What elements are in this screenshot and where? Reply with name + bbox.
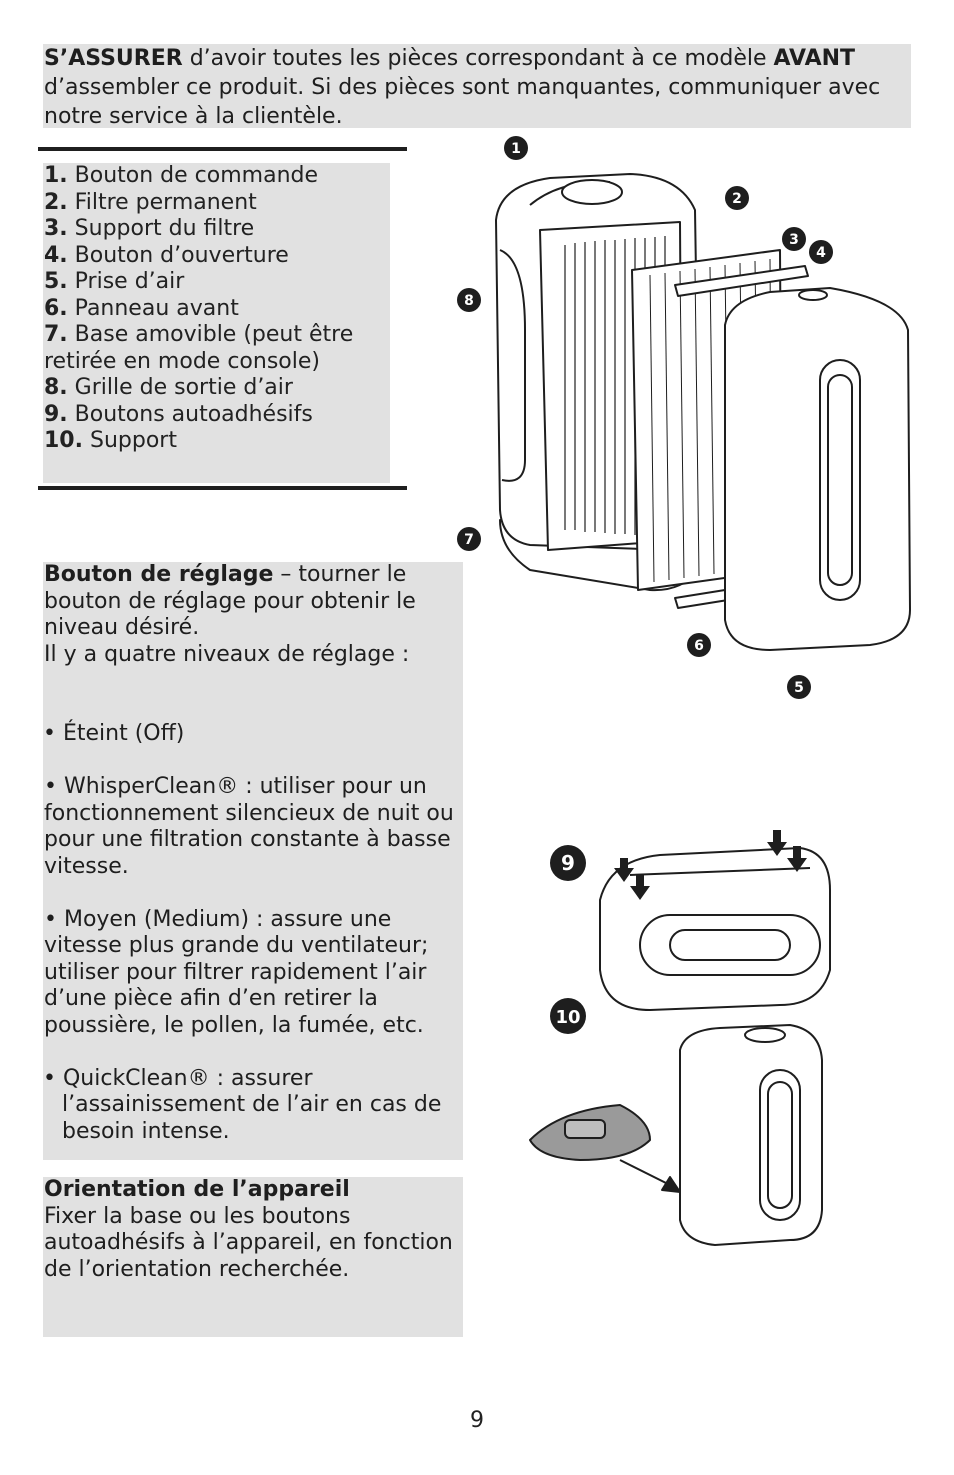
parts-list-item: 10. Support xyxy=(44,428,177,453)
parts-list: 1. Bouton de commande 2. Filtre permanen… xyxy=(43,163,390,455)
setting-levels-line: Il y a quatre niveaux de réglage : xyxy=(44,641,410,667)
parts-bottom-rule xyxy=(38,486,407,490)
setting-quickclean: • QuickClean® : assurer l’assainissement… xyxy=(43,1065,442,1144)
svg-text:9: 9 xyxy=(561,851,575,875)
parts-list-item: 3. Support du filtre xyxy=(44,216,255,241)
intro-notice: S’ASSURER d’avoir toutes les pièces corr… xyxy=(43,44,911,129)
setting-medium: • Moyen (Medium) : assure une vitesse pl… xyxy=(44,906,429,1038)
callout-6: 6 xyxy=(687,633,711,657)
intro-text-1: d’avoir toutes les pièces correspondant … xyxy=(182,46,774,71)
parts-list-box: 1. Bouton de commande 2. Filtre permanen… xyxy=(43,163,390,483)
parts-list-item: 8. Grille de sortie d’air xyxy=(44,375,293,400)
callout-8: 8 xyxy=(457,288,481,312)
orientation-illustration xyxy=(529,830,831,1246)
callout-4: 4 xyxy=(809,240,833,264)
callout-9: 9 xyxy=(550,845,586,881)
setting-knob-heading: Bouton de réglage xyxy=(44,562,274,587)
callout-2: 2 xyxy=(725,186,749,210)
callout-7: 7 xyxy=(457,527,481,551)
parts-list-item: 5. Prise d’air xyxy=(44,269,185,294)
callout-10: 10 xyxy=(550,998,586,1034)
exploded-view-illustration xyxy=(495,173,911,651)
orientation-section: Orientation de l’appareil Fixer la base … xyxy=(43,1177,463,1337)
svg-text:3: 3 xyxy=(789,232,799,248)
parts-list-item: 7. Base amovible (peut être retirée en m… xyxy=(44,322,354,374)
parts-list-item: 6. Panneau avant xyxy=(44,295,239,321)
orientation-text: Fixer la base ou les boutons autoadhésif… xyxy=(44,1203,453,1282)
callout-1: 1 xyxy=(504,136,528,160)
page-number: 9 xyxy=(470,1408,484,1433)
intro-bold-avant: AVANT xyxy=(773,46,856,71)
setting-whisperclean: • WhisperClean® : utiliser pour un fonct… xyxy=(44,774,454,879)
callout-3: 3 xyxy=(782,227,806,251)
svg-text:7: 7 xyxy=(464,532,474,548)
parts-list-item: 2. Filtre permanent xyxy=(44,189,257,215)
parts-list-item: 4. Bouton d’ouverture xyxy=(44,242,289,268)
intro-lead: S’ASSURER xyxy=(44,46,183,71)
parts-list-item: 1. Bouton de commande xyxy=(44,163,319,188)
setting-off: • Éteint (Off) xyxy=(43,721,185,746)
svg-text:8: 8 xyxy=(464,293,474,309)
setting-knob-intro: – tourner le bouton de réglage pour obte… xyxy=(44,562,416,640)
svg-text:2: 2 xyxy=(732,191,742,207)
svg-text:5: 5 xyxy=(794,680,804,696)
svg-text:1: 1 xyxy=(511,141,521,157)
parts-list-item: 9. Boutons autoadhésifs xyxy=(44,401,313,427)
orientation-heading: Orientation de l’appareil xyxy=(44,1177,350,1202)
svg-text:4: 4 xyxy=(816,245,826,261)
setting-knob-section: Bouton de réglage – tourner le bouton de… xyxy=(43,562,463,1160)
intro-text-2: d’assembler ce produit. Si des pièces so… xyxy=(44,75,881,129)
svg-text:10: 10 xyxy=(555,1007,580,1028)
svg-text:6: 6 xyxy=(694,638,704,654)
callout-5: 5 xyxy=(787,675,811,699)
parts-top-rule xyxy=(38,147,407,151)
